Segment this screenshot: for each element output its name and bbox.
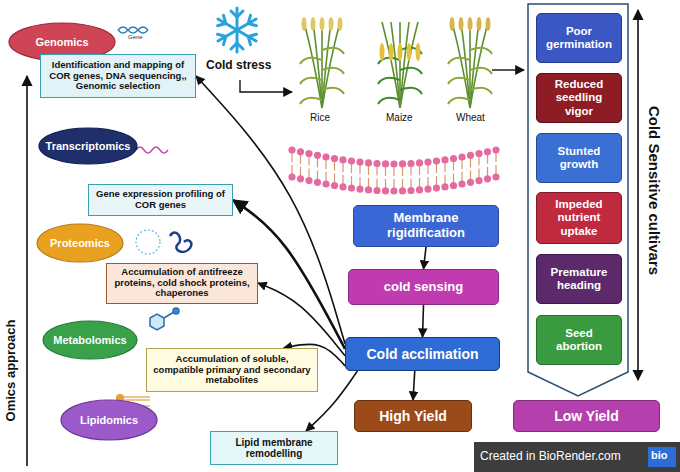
node-text: Poor germination [542,25,616,51]
text-label: Maize [386,112,413,123]
node-text: Accumulation of antifreeze proteins, col… [112,267,252,300]
membrane-bilayer [288,146,499,194]
outcome-box: High Yield [354,400,472,432]
description-box: Identification and mapping of COR genes,… [40,54,196,98]
cold-stress-arrow [240,80,292,92]
node-text: Transcriptomics [46,140,131,153]
node-text: Impeded nutrient uptake [542,198,616,238]
node-text: High Yield [379,408,447,424]
description-box: Accumulation of antifreeze proteins, col… [106,263,258,304]
logo-box [648,447,676,467]
node-text: Seed abortion [542,327,616,353]
connector-arrow [423,305,424,337]
rna-icon [136,147,168,153]
process-box: Membrane rigidification [353,205,499,247]
symptom-box: Premature heading [536,254,622,304]
symptom-box: Seed abortion [536,315,622,365]
node-text: Stunted growth [542,145,616,171]
omics-ellipse: Transcriptomics [38,127,138,165]
footer-bar [474,442,680,472]
protein-icon [136,230,191,254]
cultivar-column [528,4,628,396]
cultivar-arrow [637,10,639,380]
text-label: Cold Sensitive cultivars [646,105,663,274]
node-text: Cold acclimation [366,346,478,362]
snowflake-icon [215,8,259,52]
node-text: Proteomics [50,237,110,250]
text-label: Created in BioRender.com [480,449,621,463]
text-label: bio [651,449,668,461]
omics-ellipse: Proteomics [36,223,124,263]
text-label: Cold stress [206,58,271,72]
symptom-box: Poor germination [536,13,622,63]
node-text: Metabolomics [53,334,126,347]
node-text: Accumulation of soluble, compatible prim… [152,354,312,387]
node-text: Premature heading [542,266,616,292]
connector-arrow [424,247,427,269]
omics-ellipse: Metabolomics [42,320,138,360]
description-box: Lipid membrane remodelling [210,431,338,465]
node-text: Lipidomics [80,414,138,427]
omics-ellipse: Lipidomics [60,399,158,441]
process-box: Cold acclimation [345,337,500,371]
dna-icon [118,27,148,33]
node-text: Gene expression profiling of COR genes [94,189,227,211]
symptom-box: Reduced seedling vigor [536,73,622,123]
plants-arrow [492,69,524,70]
plant-illustration [300,17,492,108]
node-text: Reduced seedling vigor [542,78,616,118]
node-text: Lipid membrane remodelling [216,437,332,460]
node-text: Membrane rigidification [359,211,493,241]
outcome-box: Low Yield [513,400,660,432]
symptom-box: Impeded nutrient uptake [536,192,622,244]
process-box: cold sensing [348,269,499,305]
description-box: Accumulation of soluble, compatible prim… [146,348,318,392]
molecule-icon [150,308,179,330]
node-text: cold sensing [384,280,463,295]
node-text: Identification and mapping of COR genes,… [46,60,190,93]
description-box: Gene expression profiling of COR genes [88,184,233,216]
text-label: Rice [310,112,330,123]
symptom-box: Stunted growth [536,133,622,183]
node-text: Low Yield [554,408,619,424]
connector-arrow [413,371,415,400]
text-label: Gene [128,34,143,40]
text-label: Omics approach [4,319,19,421]
node-text: Genomics [35,36,88,49]
text-label: Wheat [456,112,485,123]
omics-arrow [26,76,28,466]
